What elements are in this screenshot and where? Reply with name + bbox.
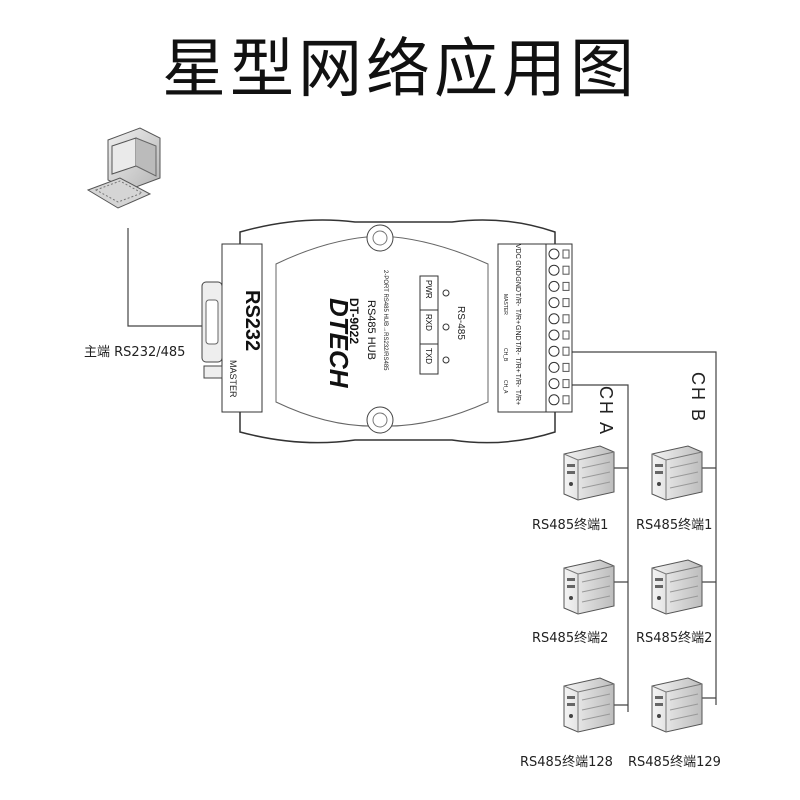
terminal-group-ch-a: CH_A <box>502 380 508 394</box>
product-name: RS485 HUB <box>365 300 377 360</box>
terminal-a1-label: RS485终端1 <box>532 518 609 533</box>
product-subtitle: 2-PORT RS485 HUB→RS232/RS485 <box>382 270 388 371</box>
server-icon <box>563 445 615 501</box>
terminal-slot <box>562 249 570 259</box>
terminal-slot <box>562 281 570 291</box>
server-icon <box>651 445 703 501</box>
terminal-screw <box>548 378 560 390</box>
terminal-label: T/R+ <box>514 390 521 405</box>
terminal-b129-label: RS485终端129 <box>628 755 721 770</box>
terminal-slot <box>562 265 570 275</box>
channel-b-label: CH B <box>688 372 708 424</box>
terminal-label: GND <box>514 260 521 276</box>
terminal-a128-label: RS485终端128 <box>520 755 613 770</box>
terminal-screw <box>548 248 560 260</box>
server-icon <box>563 677 615 733</box>
terminal-b1-label: RS485终端1 <box>636 518 713 533</box>
terminal-label: T/R+ <box>514 309 521 324</box>
computer-icon <box>86 127 161 209</box>
terminal-screw <box>548 313 560 325</box>
terminal-label: T/R+ <box>514 357 521 372</box>
terminal-label: T/R- <box>514 341 521 355</box>
channel-a-label: CH A <box>596 386 616 437</box>
rs232-port-label: RS232 <box>241 290 263 351</box>
terminal-label: GND <box>514 276 521 292</box>
terminal-slot <box>562 395 570 405</box>
terminal-slot <box>562 379 570 389</box>
terminal-slot <box>562 298 570 308</box>
terminal-label: VDC <box>514 244 521 259</box>
page-title: 星型网络应用图 <box>162 33 638 107</box>
terminal-screw <box>548 394 560 406</box>
terminal-label: T/R- <box>514 293 521 307</box>
terminal-slot <box>562 362 570 372</box>
model-number: DT-9022 <box>347 298 361 344</box>
terminal-slot <box>562 314 570 324</box>
server-icon <box>651 677 703 733</box>
master-label: MASTER <box>228 360 238 398</box>
terminal-slot <box>562 346 570 356</box>
led-rxd-label: RXD <box>424 314 433 331</box>
brand-logo: DTECH <box>324 298 354 389</box>
terminal-screw <box>548 297 560 309</box>
terminal-group-master: MASTER <box>502 294 508 315</box>
connection-lines <box>127 228 717 712</box>
led-txd-label: TXD <box>424 348 433 364</box>
rs485-label: RS-485 <box>455 306 466 340</box>
terminal-slot <box>562 330 570 340</box>
terminal-group-ch-b: CH_B <box>502 348 508 362</box>
led-pwr-label: PWR <box>424 280 433 299</box>
terminal-screw <box>548 345 560 357</box>
terminal-screw <box>548 280 560 292</box>
terminal-screw <box>548 329 560 341</box>
terminal-label: GND <box>514 325 521 341</box>
terminal-screw <box>548 264 560 276</box>
host-label: 主端 RS232/485 <box>84 345 186 360</box>
terminal-screw <box>548 361 560 373</box>
server-icon <box>651 559 703 615</box>
terminal-a2-label: RS485终端2 <box>532 631 609 646</box>
server-icon <box>563 559 615 615</box>
terminal-label: T/R- <box>514 374 521 388</box>
terminal-b2-label: RS485终端2 <box>636 631 713 646</box>
